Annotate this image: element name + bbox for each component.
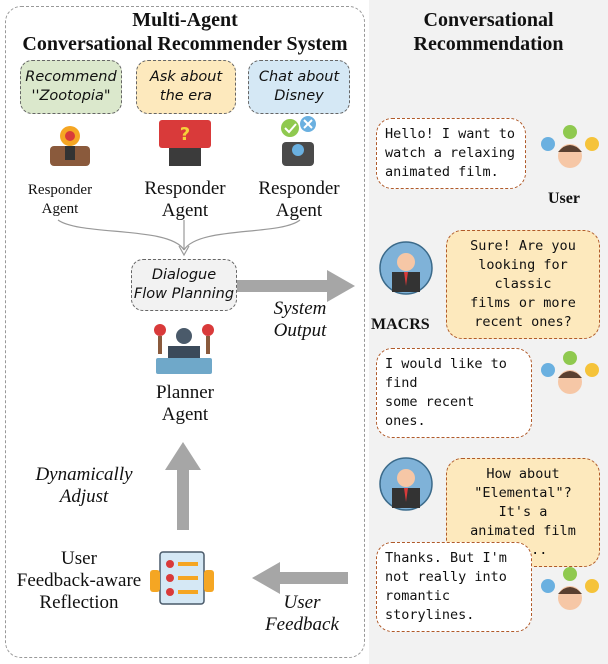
- responder-3-line1: Responder: [258, 178, 340, 199]
- system-output-label: System Output: [250, 298, 350, 342]
- macrs-label-1: MACRS: [371, 316, 430, 333]
- adjust-line1: Dynamically: [35, 464, 133, 485]
- macrs-avatar-icon-2: [379, 457, 433, 511]
- system-output-line2: Output: [273, 320, 327, 341]
- responder-agent-label-1: Responder Agent: [20, 181, 100, 219]
- reflection-line1: User: [61, 548, 97, 569]
- msg4-line2: "Elemental"? It's a: [474, 485, 572, 520]
- responder-merge-arrows: [57, 219, 301, 257]
- chat-disney-bubble-line2: Disney: [274, 88, 324, 104]
- msg2-line1: Sure! Are you: [470, 238, 576, 254]
- user-message-2: I would like to find some recent ones.: [376, 348, 532, 438]
- msg1-line1: Hello! I want to: [385, 126, 516, 142]
- adjust-line2: Adjust: [59, 486, 109, 507]
- msg2-line3: films or more: [470, 295, 576, 311]
- reflection-label: User Feedback-aware Reflection: [14, 548, 144, 614]
- responder-2-line1: Responder: [144, 178, 226, 199]
- adjust-up-arrow: [165, 442, 201, 530]
- system-output-line1: System: [273, 298, 327, 319]
- right-title-line2: Recommendation: [413, 33, 564, 55]
- msg3-line1: I would like to find: [385, 356, 507, 391]
- user-message-1: Hello! I want to watch a relaxing animat…: [376, 118, 526, 189]
- msg5-line3: romantic storylines.: [385, 588, 475, 623]
- planning-line2: Flow Planning: [133, 286, 235, 302]
- responder-1-line1: Responder: [27, 182, 93, 198]
- msg1-line3: animated film.: [385, 164, 499, 180]
- reflection-line2: Feedback-aware: [16, 570, 142, 591]
- user-feedback-arrow: [252, 562, 348, 594]
- user-avatar-icon: [541, 125, 599, 168]
- user-avatar-icon-3: [541, 567, 599, 610]
- chat-disney-bubble: Chat about Disney: [248, 60, 350, 114]
- user-message-3: Thanks. But I'm not really into romantic…: [376, 542, 532, 632]
- left-panel: [5, 6, 365, 658]
- macrs-message-1: Sure! Are you looking for classic films …: [446, 230, 600, 339]
- planner-agent-label: Planner Agent: [130, 382, 240, 426]
- planner-agent-icon: [154, 324, 214, 374]
- dialogue-flow-planning-bubble: Dialogue Flow Planning: [131, 259, 237, 311]
- msg3-line2: some recent ones.: [385, 394, 475, 429]
- system-output-arrow: [237, 270, 355, 302]
- question-agent-icon: ?: [159, 120, 211, 166]
- msg2-line4: recent ones?: [474, 314, 572, 330]
- left-title-line2: Conversational Recommender System: [22, 33, 348, 55]
- reflection-line3: Reflection: [39, 592, 119, 613]
- chat-agent-icon: [281, 116, 316, 166]
- responder-3-line2: Agent: [275, 200, 323, 221]
- right-panel-title: Conversational Recommendation: [369, 8, 608, 56]
- ask-era-bubble-line1: Ask about: [149, 69, 223, 85]
- responder-2-line2: Agent: [161, 200, 209, 221]
- planner-line2: Agent: [161, 404, 209, 425]
- responder-agent-label-3: Responder Agent: [244, 178, 354, 222]
- user-feedback-line2: Feedback: [265, 614, 339, 635]
- responder-agent-icon: [50, 126, 90, 166]
- ask-era-bubble: Ask about the era: [136, 60, 236, 114]
- responder-agent-label-2: Responder Agent: [130, 178, 240, 222]
- recommend-bubble-line2: ''Zootopia": [31, 88, 111, 104]
- msg5-line1: Thanks. But I'm: [385, 550, 507, 566]
- user-feedback-line1: User: [283, 592, 321, 613]
- left-panel-title: Multi-Agent Conversational Recommender S…: [5, 8, 365, 56]
- right-title-line1: Conversational: [423, 9, 554, 31]
- msg5-line2: not really into: [385, 569, 507, 585]
- ask-era-bubble-line2: the era: [159, 88, 213, 104]
- recommend-bubble: Recommend ''Zootopia": [20, 60, 122, 114]
- left-title-line1: Multi-Agent: [132, 9, 238, 31]
- msg2-line2: looking for classic: [478, 257, 568, 292]
- user-avatar-icon-2: [541, 351, 599, 394]
- chat-disney-bubble-line1: Chat about: [258, 69, 340, 85]
- msg1-line2: watch a relaxing: [385, 145, 516, 161]
- user-label-1: User: [548, 190, 580, 207]
- responder-1-line2: Agent: [41, 201, 79, 217]
- msg4-line1: How about: [486, 466, 560, 482]
- reflection-icon: [150, 551, 214, 605]
- user-feedback-label: User Feedback: [252, 592, 352, 636]
- dynamically-adjust-label: Dynamically Adjust: [14, 464, 154, 508]
- macrs-avatar-icon: [379, 241, 433, 295]
- planning-line1: Dialogue: [151, 267, 217, 283]
- svg-text:?: ?: [180, 124, 190, 145]
- recommend-bubble-line1: Recommend: [25, 69, 117, 85]
- planner-line1: Planner: [155, 382, 215, 403]
